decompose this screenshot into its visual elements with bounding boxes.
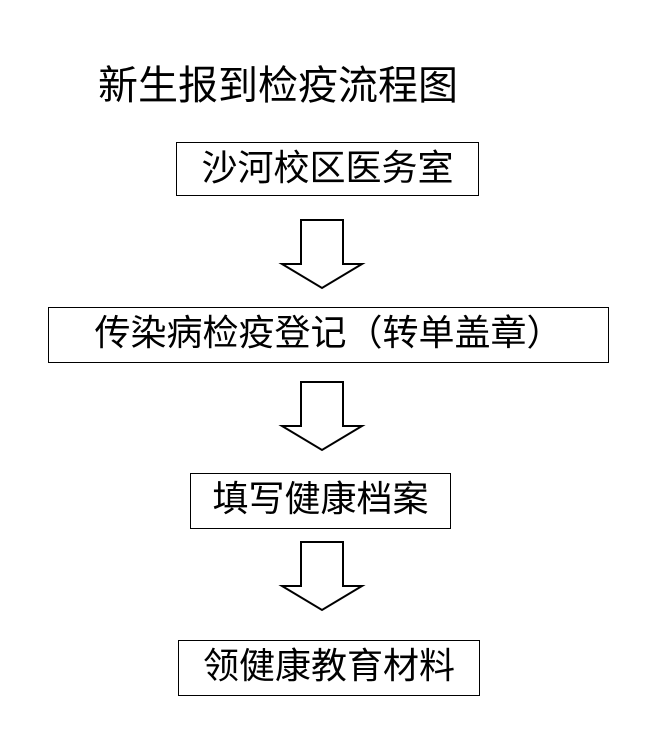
flowchart-title: 新生报到检疫流程图	[98, 63, 458, 109]
step-box-quarantine-registration: 传染病检疫登记（转单盖章）	[48, 307, 609, 363]
down-arrow-icon	[276, 540, 368, 612]
down-arrow-icon	[276, 218, 368, 290]
step-box-health-education-materials: 领健康教育材料	[178, 640, 480, 696]
down-arrow-icon	[276, 380, 368, 452]
step-box-medical-office: 沙河校区医务室	[176, 142, 479, 196]
step-box-health-record: 填写健康档案	[190, 473, 451, 529]
